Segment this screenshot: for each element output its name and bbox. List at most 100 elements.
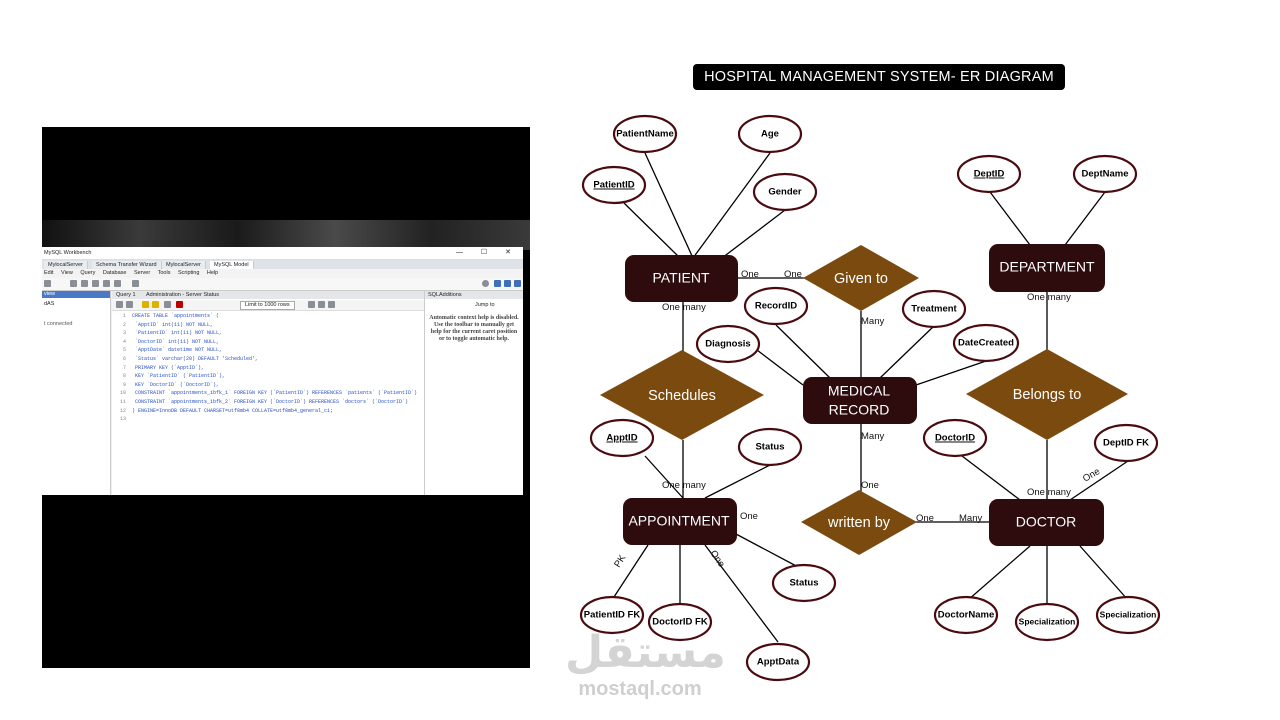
create-view-icon[interactable] [114, 280, 121, 287]
attribute-specialization-1[interactable]: Specialization [1014, 602, 1080, 642]
code-line[interactable]: 13 [112, 415, 424, 424]
attribute-age[interactable]: Age [737, 114, 803, 154]
help-text: Automatic context help is disabled. Use … [429, 315, 519, 342]
invisible-chars-icon[interactable] [328, 301, 335, 308]
svg-text:DoctorName: DoctorName [938, 610, 995, 621]
code-line[interactable]: 9 KEY `DoctorID` (`DoctorID`), [112, 381, 424, 390]
attribute-doctor-name[interactable]: DoctorName [933, 595, 999, 635]
tab-admin-status[interactable]: Administration - Server Status [146, 292, 220, 298]
code-line[interactable]: 8 KEY `PatientID` (`PatientID`), [112, 372, 424, 381]
code-line[interactable]: 11 CONSTRAINT `appointments_ibfk_2` FORE… [112, 398, 424, 407]
attribute-treatment[interactable]: Treatment [901, 289, 967, 329]
layout-icon-2[interactable] [504, 280, 511, 287]
attribute-doctor-id[interactable]: DoctorID [922, 418, 988, 458]
cardinality-label: One many [1027, 487, 1071, 498]
code-line[interactable]: 3 `PatientID` int(11) NOT NULL, [112, 329, 424, 338]
entity-doctor[interactable]: DOCTOR [989, 499, 1104, 546]
attribute-appt-id[interactable]: ApptID [589, 418, 655, 458]
editor-tabs: Query 1 Administration - Server Status [112, 291, 424, 299]
attribute-specialization-2[interactable]: Specialization [1095, 595, 1161, 635]
relationship-written-by[interactable]: written by [801, 490, 917, 555]
code-line[interactable]: 7 PRIMARY KEY (`ApptID`), [112, 364, 424, 373]
execute-icon[interactable] [142, 301, 149, 308]
attribute-doctor-id-fk[interactable]: DoctorID FK [647, 602, 713, 642]
attribute-gender[interactable]: Gender [752, 172, 818, 212]
relationship-belongs-to[interactable]: Belongs to [966, 349, 1128, 440]
entity-patient-label: PATIENT [652, 270, 709, 286]
search-table-icon[interactable] [132, 280, 139, 287]
window-title: MySQL Workbench [44, 250, 92, 256]
menu-database[interactable]: Database [102, 270, 127, 276]
attribute-dept-id[interactable]: DeptID [956, 154, 1022, 194]
menu-view[interactable]: View [61, 270, 73, 276]
attribute-dept-id-fk[interactable]: DeptID FK [1093, 423, 1159, 463]
create-schema-icon[interactable] [92, 280, 99, 287]
find-icon[interactable] [318, 301, 325, 308]
line-number: 1 [122, 313, 126, 319]
relationship-schedules[interactable]: Schedules [600, 350, 764, 440]
attribute-diagnosis[interactable]: Diagnosis [695, 324, 761, 364]
open-sql-icon[interactable] [70, 280, 77, 287]
settings-icon[interactable] [482, 280, 489, 287]
attribute-appt-data[interactable]: ApptData [745, 642, 811, 682]
svg-text:Specialization: Specialization [1100, 609, 1157, 619]
sidebar-schema-item[interactable]: dAS [44, 301, 55, 307]
code-line[interactable]: 2 `ApptID` int(11) NOT NULL, [112, 321, 424, 330]
code-line[interactable]: 10 CONSTRAINT `appointments_ibfk_1` FORE… [112, 389, 424, 398]
svg-text:PatientName: PatientName [616, 129, 674, 140]
relationship-given-to-label: Given to [834, 271, 888, 287]
relationship-given-to[interactable]: Given to [803, 245, 919, 311]
menu-query[interactable]: Query [80, 270, 96, 276]
menu-scripting[interactable]: Scripting [177, 270, 200, 276]
tab-schema-transfer[interactable]: Schema Transfer Wizard [92, 261, 162, 269]
stop-icon[interactable] [176, 301, 183, 308]
attribute-patient-name[interactable]: PatientName [612, 114, 678, 154]
line-number: 9 [122, 381, 126, 388]
tab-mysql-model[interactable]: MySQL Model [210, 261, 254, 269]
attribute-patient-id-fk[interactable]: PatientID FK [579, 595, 645, 635]
attribute-status-top[interactable]: Status [737, 427, 803, 467]
tab-mylocalserver-1[interactable]: MylocalServer [44, 261, 88, 269]
entity-appointment[interactable]: APPOINTMENT [623, 498, 737, 545]
code-line[interactable]: 6 `Status` varchar(20) DEFAULT 'Schedule… [112, 355, 424, 364]
attribute-record-id[interactable]: RecordID [743, 286, 809, 326]
menu-tools[interactable]: Tools [157, 270, 171, 276]
jump-to-select[interactable]: Jump to [475, 302, 495, 308]
menu-help[interactable]: Help [206, 270, 219, 276]
svg-text:Status: Status [789, 578, 818, 589]
beautify-icon[interactable] [308, 301, 315, 308]
code-text: KEY `DoctorID` (`DoctorID`), [132, 381, 220, 388]
entity-department[interactable]: DEPARTMENT [989, 244, 1105, 292]
layout-icon-3[interactable] [514, 280, 521, 287]
new-sql-tab-icon[interactable] [44, 280, 51, 287]
sidebar-header[interactable]: view [42, 291, 110, 298]
inspector-icon[interactable] [81, 280, 88, 287]
line-number: 5 [122, 347, 126, 354]
attribute-status-bottom[interactable]: Status [771, 563, 837, 603]
open-file-icon[interactable] [116, 301, 123, 308]
attribute-dept-name[interactable]: DeptName [1072, 154, 1138, 194]
layout-icon[interactable] [494, 280, 501, 287]
save-icon[interactable] [126, 301, 133, 308]
code-line[interactable]: 4 `DoctorID` int(11) NOT NULL, [112, 338, 424, 347]
tab-query-1[interactable]: Query 1 [116, 292, 136, 298]
tab-mylocalserver-2[interactable]: MylocalServer [162, 261, 206, 269]
code-line[interactable]: 12) ENGINE=InnoDB DEFAULT CHARSET=utf8mb… [112, 407, 424, 416]
create-table-icon[interactable] [103, 280, 110, 287]
menu-edit[interactable]: Edit [44, 270, 54, 276]
relationship-schedules-label: Schedules [648, 388, 716, 404]
editor-toolbar: Limit to 1000 rows [112, 300, 424, 311]
svg-text:Gender: Gender [768, 187, 802, 198]
explain-icon[interactable] [164, 301, 171, 308]
code-line[interactable]: 5 `ApptDate` datetime NOT NULL, [112, 346, 424, 355]
entity-medical-record[interactable]: MEDICAL RECORD [803, 377, 917, 424]
window-controls[interactable]: — ☐ ✕ [455, 249, 519, 256]
attribute-patient-id[interactable]: PatientID [581, 165, 647, 205]
attribute-date-created[interactable]: DateCreated [952, 323, 1020, 363]
limit-rows-select[interactable]: Limit to 1000 rows [240, 301, 295, 310]
entity-patient[interactable]: PATIENT [625, 255, 738, 302]
execute-line-icon[interactable] [152, 301, 159, 308]
menu-server[interactable]: Server [133, 270, 151, 276]
